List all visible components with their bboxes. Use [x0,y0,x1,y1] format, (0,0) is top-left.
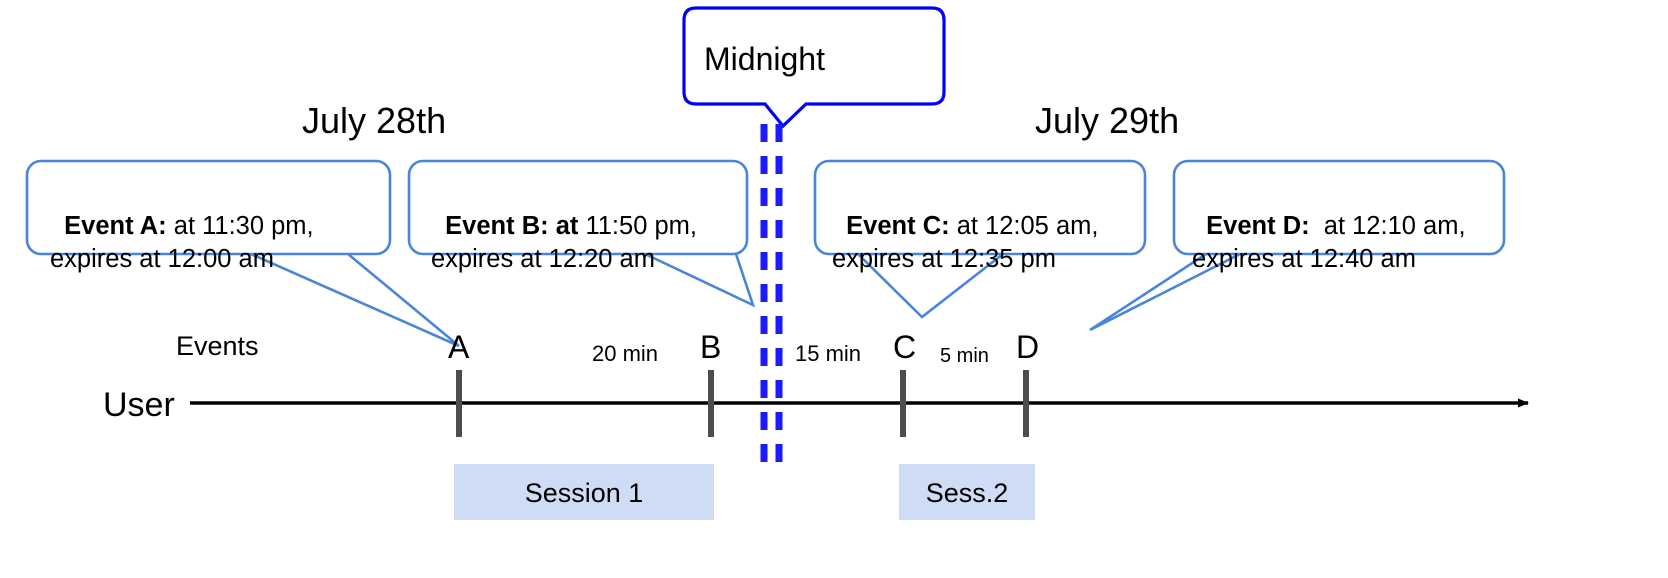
gap-label-ab: 20 min [592,341,659,366]
callout-box-d [1172,159,1506,256]
gap-label-bc: 15 min [795,341,862,366]
callout-bold-a: Event A: [64,211,167,240]
callout-text-b: Event B: at 11:50 pm, expires at 12:20 a… [431,176,741,277]
callout-box-b [407,159,749,256]
callout-text-d: Event D: at 12:10 am, expires at 12:40 a… [1192,176,1497,277]
callout-rest-d: at 12:10 am, expires at 12:40 am [1192,211,1466,274]
tick-label-c: C [893,329,917,365]
midnight-callout-shape [682,6,946,129]
callout-tail-b [644,252,756,308]
tick-label-b: B [700,329,722,365]
callout-bold-b: Event B: at [445,211,579,240]
callout-tail-d [1089,252,1241,332]
callout-box-c [813,159,1147,256]
tick-label-d: D [1016,329,1040,365]
callout-rest-a: at 11:30 pm, expires at 12:00 am [50,211,314,274]
session-label-1: Session 1 [524,478,644,508]
callout-bold-d: Event D: [1206,211,1310,240]
session-box-2: Sess.2 [899,464,1035,520]
callout-tail-c [857,252,1004,319]
callout-rest-c: at 12:05 am, expires at 12:35 pm [832,211,1099,274]
callout-rest-b: 11:50 pm, expires at 12:20 am [431,211,697,274]
midnight-label: Midnight [704,41,825,77]
day-label-july-28: July 28th [302,100,447,141]
tick-label-a: A [448,329,470,365]
day-label-july-29: July 29th [1035,100,1180,141]
callout-box-a [25,159,392,256]
events-row-label: Events [176,331,259,361]
gap-label-cd: 5 min [940,345,989,367]
callout-text-c: Event C: at 12:05 am, expires at 12:35 p… [832,176,1137,277]
callout-tail-a [250,252,460,348]
user-row-label: User [103,386,175,424]
session-label-2: Sess.2 [925,478,1009,508]
session-box-1: Session 1 [454,464,714,520]
callout-text-a: Event A: at 11:30 pm, expires at 12:00 a… [50,176,380,277]
callout-bold-c: Event C: [846,211,950,240]
